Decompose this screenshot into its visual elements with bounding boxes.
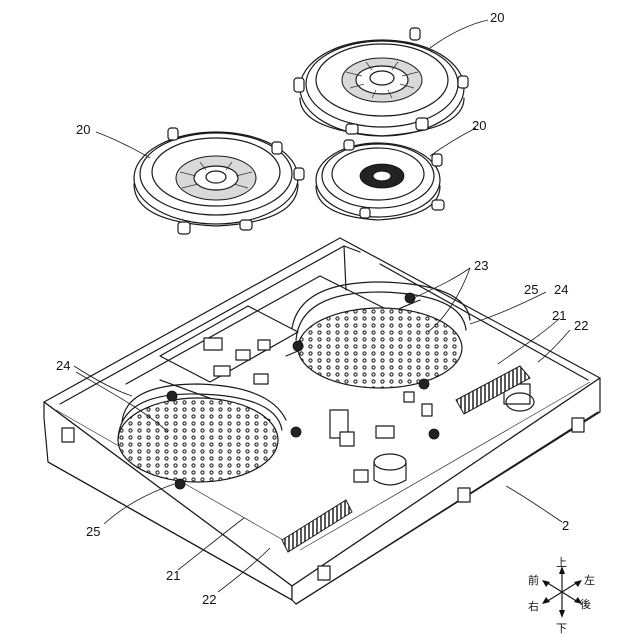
direction-up: 上 xyxy=(556,556,567,569)
direction-down: 下 xyxy=(556,622,567,635)
label-panel-bottom: 21 xyxy=(166,568,180,583)
label-rail-bottom: 22 xyxy=(202,592,216,607)
label-hole-top: 23 xyxy=(474,258,488,273)
fan-unit-left xyxy=(134,128,304,234)
label-opening-right: 25 xyxy=(524,282,538,297)
label-housing: 2 xyxy=(562,518,569,533)
direction-right: 右 xyxy=(528,599,539,613)
label-opening-left: 25 xyxy=(86,524,100,539)
direction-front: 前 xyxy=(528,573,539,587)
label-fan-top-right: 20 xyxy=(490,10,504,25)
label-shroud-right: 24 xyxy=(554,282,568,297)
label-rail-right: 22 xyxy=(574,318,588,333)
label-panel-right: 21 xyxy=(552,308,566,323)
label-shroud-left: 24 xyxy=(56,358,70,373)
fan-unit-middle xyxy=(316,140,444,220)
direction-back: 後 xyxy=(580,597,591,611)
direction-indicator: 上 下 前 左 右 後 xyxy=(528,556,595,635)
direction-left: 左 xyxy=(584,574,595,587)
label-fan-middle: 20 xyxy=(472,118,486,133)
label-fan-left: 20 xyxy=(76,122,90,137)
fan-unit-top-right xyxy=(294,28,468,136)
